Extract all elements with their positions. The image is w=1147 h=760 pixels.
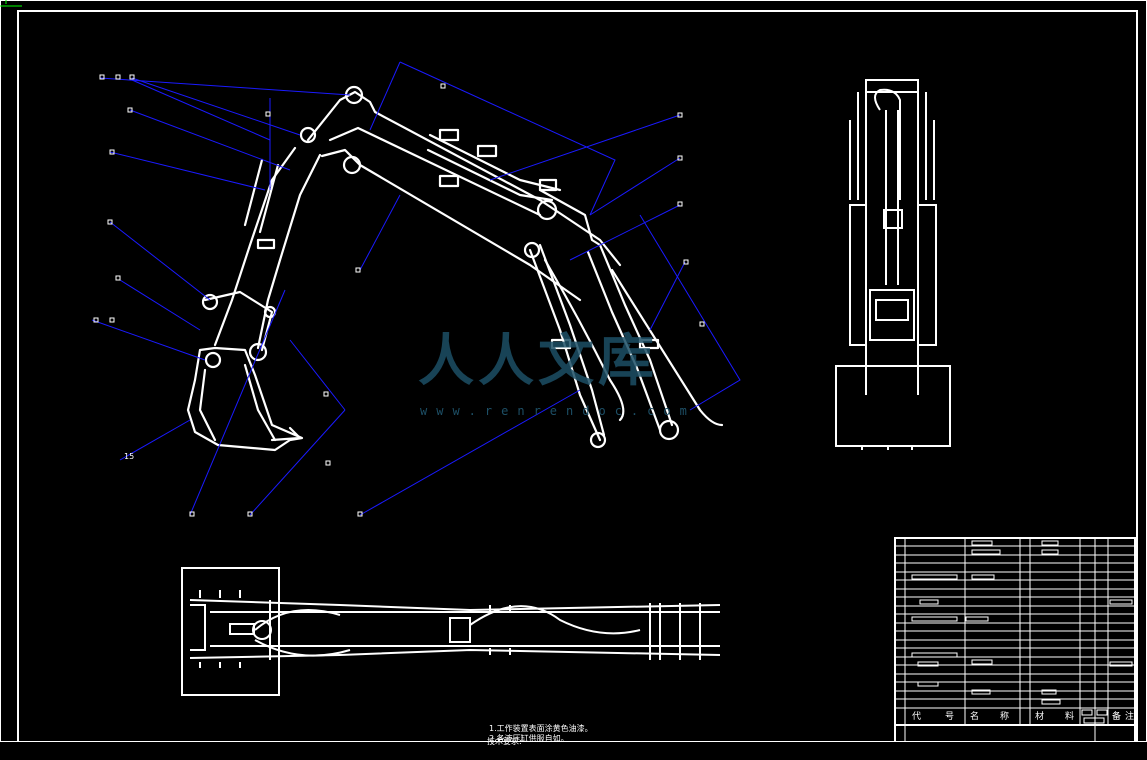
bucket-linkage bbox=[203, 290, 274, 352]
technical-requirement-line-1: 1.工作装置表面涂黄色油漆。 bbox=[489, 724, 593, 733]
front-hose bbox=[874, 88, 901, 200]
leader-tags bbox=[93, 74, 705, 517]
front-boom-left bbox=[849, 92, 867, 395]
front-bucket bbox=[835, 365, 951, 447]
watermark-url: www.renrendoc.com bbox=[420, 404, 696, 418]
front-cylinder-left bbox=[849, 204, 867, 346]
top-view bbox=[181, 567, 721, 696]
support-cylinder bbox=[528, 243, 606, 442]
front-cylinder-right bbox=[917, 204, 937, 346]
bucket-inner bbox=[198, 363, 277, 442]
top-fittings bbox=[489, 603, 701, 660]
fitting bbox=[538, 178, 558, 192]
header-material-1: 材 bbox=[1035, 712, 1045, 722]
sheet-border-inner bbox=[17, 10, 1138, 742]
front-link bbox=[869, 289, 915, 341]
fitting bbox=[438, 174, 460, 188]
boom-cylinder bbox=[586, 243, 674, 432]
parts-list bbox=[894, 537, 1136, 742]
front-view bbox=[835, 79, 951, 450]
bucket-outline bbox=[186, 346, 304, 452]
top-boom-b bbox=[189, 648, 721, 659]
fitting bbox=[638, 338, 660, 350]
arm-cylinder-rod bbox=[538, 188, 602, 247]
header-name-1: 名 bbox=[970, 712, 980, 722]
linkage-pin bbox=[201, 293, 219, 311]
top-teeth bbox=[199, 590, 241, 668]
header-code-1: 代 bbox=[912, 712, 922, 722]
corner-mark bbox=[0, 0, 22, 7]
top-cylinder bbox=[449, 617, 471, 643]
front-rod bbox=[885, 110, 899, 285]
leader-lines bbox=[91, 61, 741, 516]
fitting bbox=[550, 338, 572, 350]
bucket-tooth bbox=[270, 426, 302, 442]
arm-outline-b bbox=[256, 153, 322, 350]
boom-cylinder-pin bbox=[658, 419, 680, 441]
bucket-cylinder bbox=[243, 158, 280, 234]
front-boom-right bbox=[917, 92, 935, 395]
top-rod bbox=[229, 623, 255, 635]
support-pin bbox=[523, 241, 541, 259]
header-remark-1: 备 bbox=[1112, 712, 1122, 722]
boom-root-pin bbox=[342, 155, 362, 175]
front-tabs bbox=[861, 446, 913, 450]
watermark-logo: 人人文库 bbox=[418, 328, 658, 394]
top-bucket bbox=[181, 567, 280, 696]
technical-requirement-line-2: 2.各液压缸供服自如。 bbox=[489, 734, 569, 743]
small-pin bbox=[263, 305, 277, 319]
front-link-inner bbox=[875, 299, 909, 321]
arm-cylinder-pin bbox=[536, 199, 558, 221]
header-remark-2: 注 bbox=[1125, 712, 1135, 722]
boom-inner bbox=[328, 126, 542, 217]
fitting bbox=[476, 144, 498, 158]
hose-right bbox=[610, 268, 724, 427]
hose-mid bbox=[543, 258, 625, 422]
arm-outline-a bbox=[213, 146, 297, 347]
side-view bbox=[186, 85, 724, 452]
arm-top-pin bbox=[299, 126, 317, 144]
bucket-pin-b bbox=[248, 342, 268, 362]
header-material-2: 料 bbox=[1065, 712, 1075, 722]
top-pin bbox=[252, 620, 272, 640]
arm-cylinder bbox=[426, 133, 562, 202]
balloon-15: 15 bbox=[124, 452, 135, 461]
top-boom-a bbox=[189, 599, 721, 612]
header-name-2: 称 bbox=[1000, 712, 1010, 722]
top-hose bbox=[254, 605, 641, 657]
fitting bbox=[438, 128, 460, 142]
support-pin-bottom bbox=[589, 431, 607, 449]
front-piston bbox=[883, 209, 903, 229]
fitting bbox=[256, 238, 276, 250]
excavator-assembly-drawing bbox=[0, 0, 1147, 742]
header-code-2: 号 bbox=[945, 712, 955, 722]
bucket-pin-a bbox=[204, 351, 222, 369]
